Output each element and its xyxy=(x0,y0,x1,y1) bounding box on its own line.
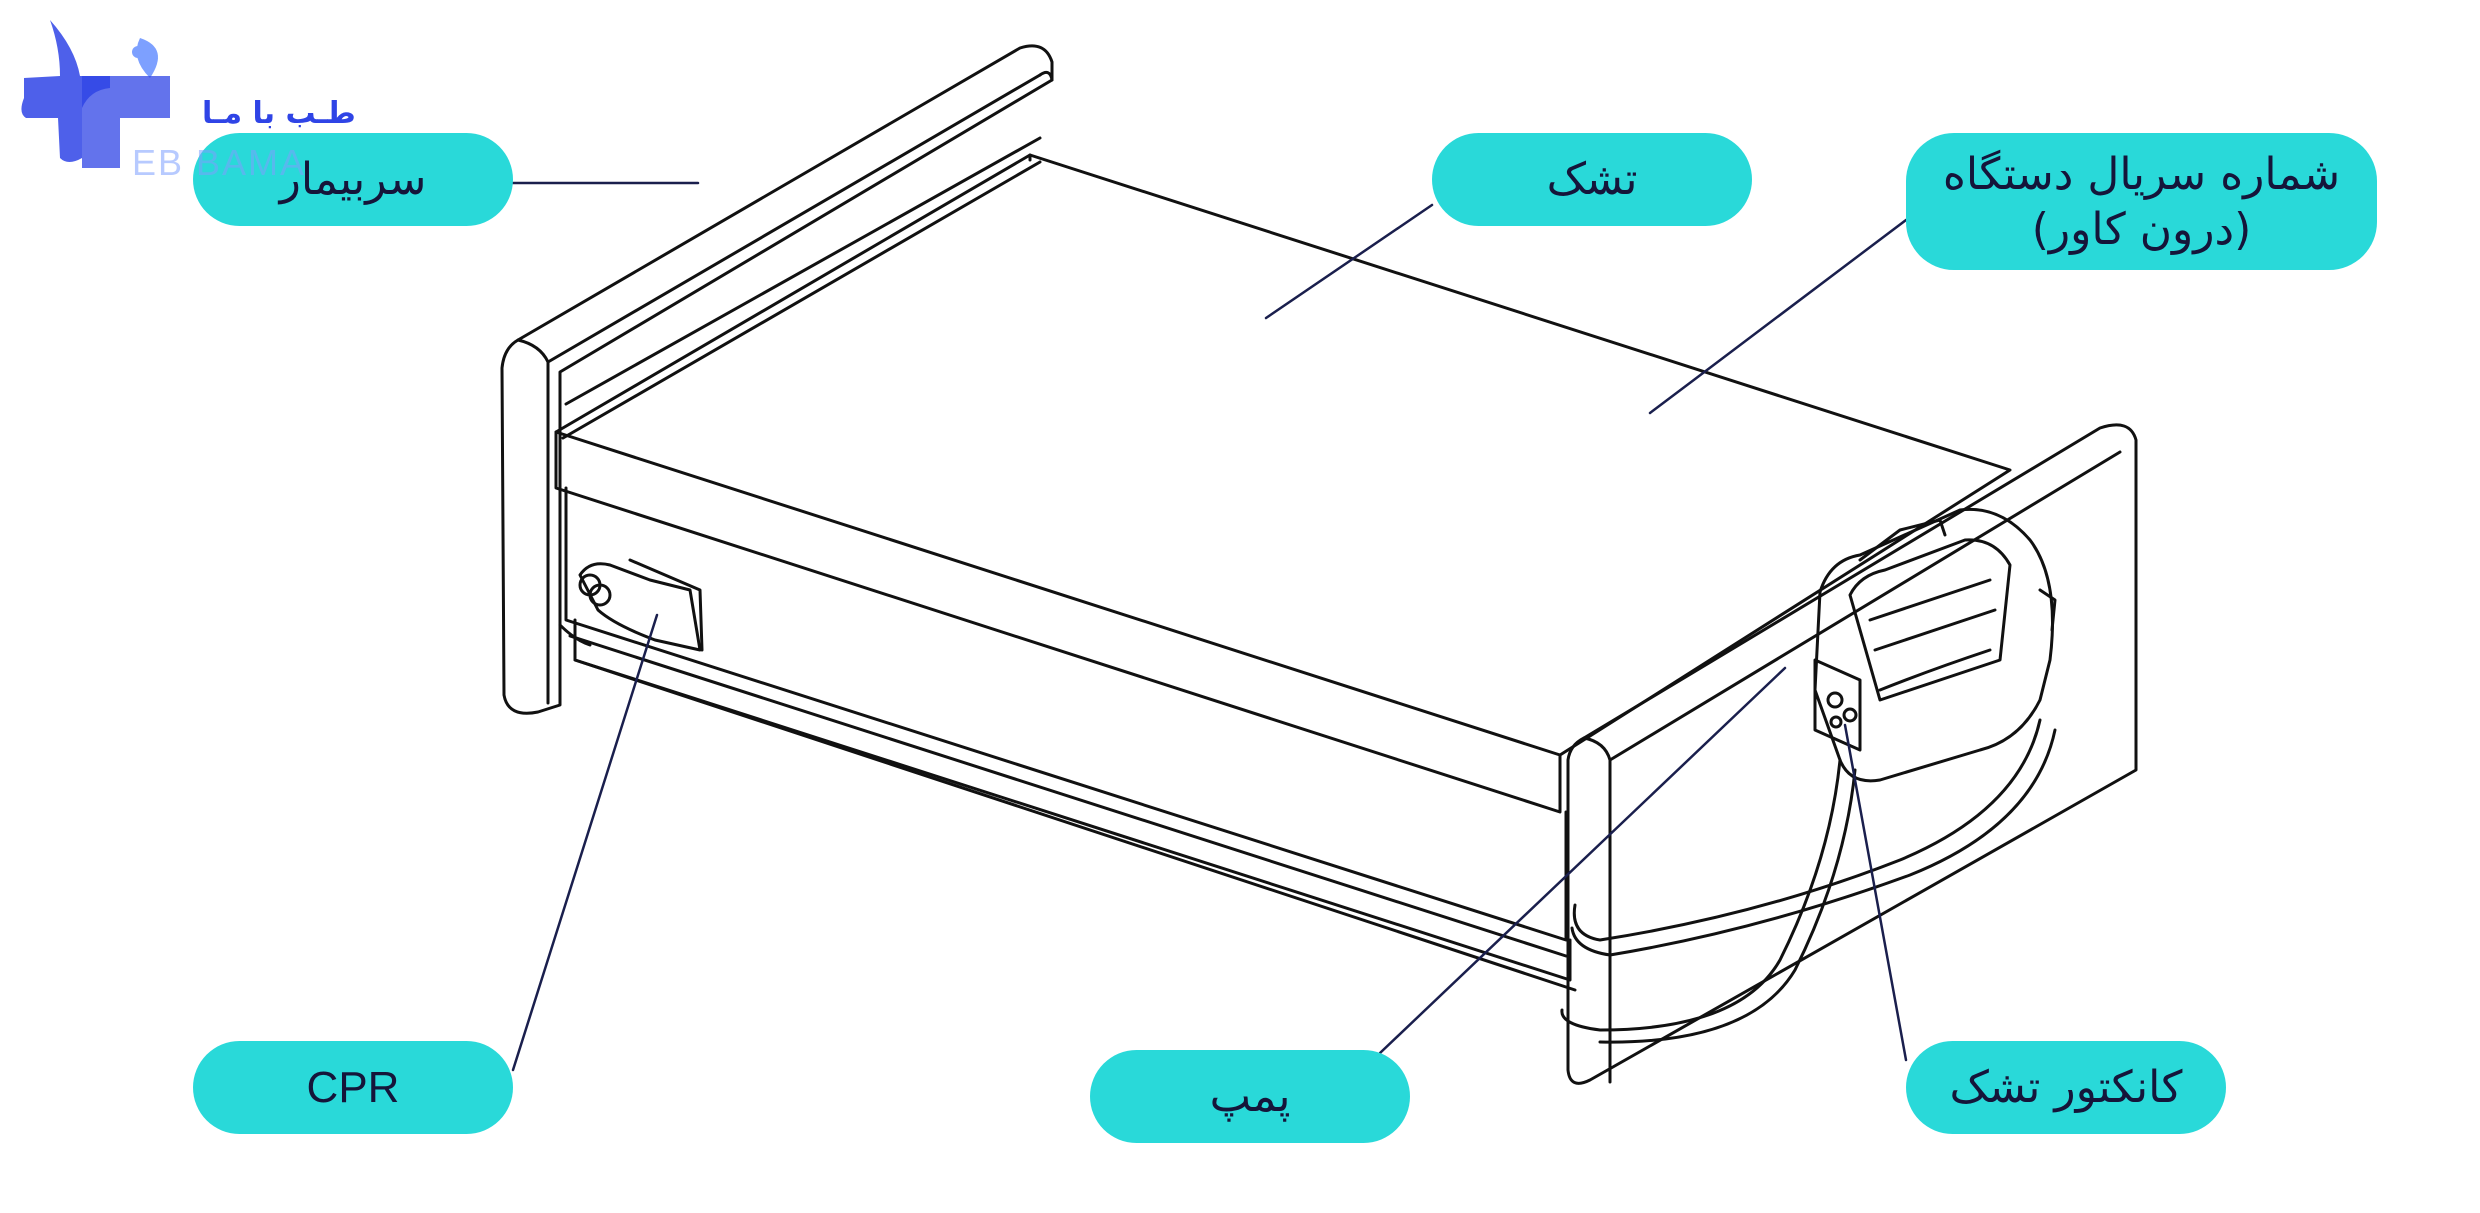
logo-mark-icon xyxy=(21,20,170,168)
leader-connector xyxy=(1843,723,1908,1062)
mattress xyxy=(554,136,2012,814)
label-mattress-text: تشک xyxy=(1546,154,1638,205)
label-serial-line2: (درون کاور) xyxy=(2031,203,2252,255)
leader-toshak xyxy=(1264,203,1434,320)
headboard-panel xyxy=(500,44,1054,715)
bed-frame xyxy=(558,486,1577,992)
label-connector-text: کانکتور تشک xyxy=(1949,1062,2183,1113)
label-serial-line1: شماره سریال دستگاه xyxy=(1942,148,2341,200)
label-serial-number: شماره سریال دستگاه (درون کاور) xyxy=(1906,133,2377,270)
leader-cpr xyxy=(511,613,659,1072)
label-cpr-text: CPR xyxy=(306,1063,400,1112)
leader-serial xyxy=(1648,218,1908,415)
footboard-panel xyxy=(1566,423,2138,1085)
brand-logo: طـب با مـا EB BAMA xyxy=(20,18,360,183)
tubing xyxy=(1560,718,2057,1044)
label-mattress-connector: کانکتور تشک xyxy=(1906,1041,2226,1134)
cpr-handle xyxy=(578,558,704,652)
label-mattress: تشک xyxy=(1432,133,1752,226)
logo-text-en: EB BAMA xyxy=(132,142,307,183)
label-cpr: CPR xyxy=(193,1041,513,1134)
label-headboard: سربیمار xyxy=(193,133,513,226)
label-pump-text: پمپ xyxy=(1209,1071,1291,1122)
label-pump: پمپ xyxy=(1090,1050,1410,1143)
label-headboard-text: سربیمار xyxy=(279,154,427,205)
pump-unit xyxy=(1813,507,2057,783)
leader-pump xyxy=(1378,666,1787,1055)
logo-text-fa: طـب با مـا xyxy=(202,96,356,131)
